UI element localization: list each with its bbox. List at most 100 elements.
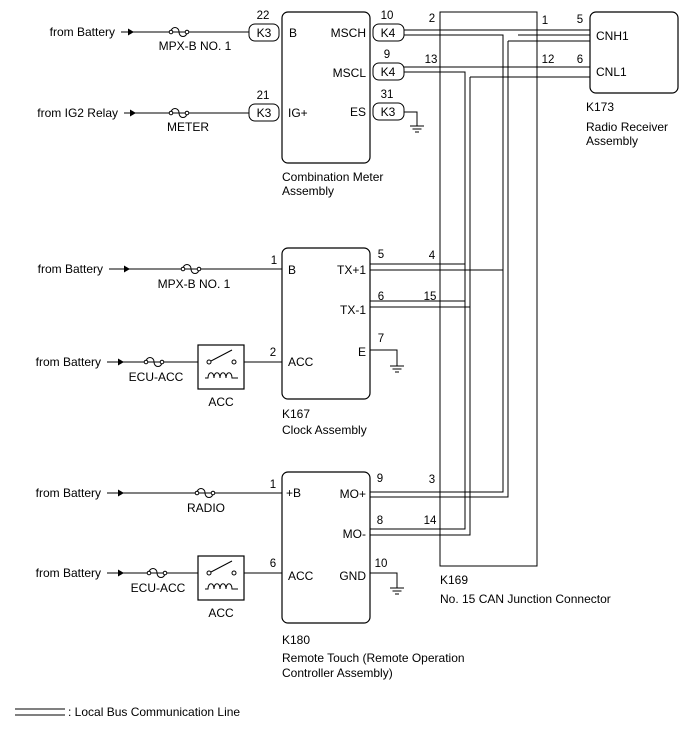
fuse-terminal-icon [184, 29, 190, 35]
remote-b-fuse-label: RADIO [187, 501, 225, 515]
remote-name-line2: Controller Assembly) [282, 666, 393, 680]
arrow-right-icon [128, 28, 134, 36]
fuse-terminal-icon [196, 266, 202, 272]
legend: : Local Bus Communication Line [15, 705, 240, 719]
remote-name-line1: Remote Touch (Remote Operation [282, 651, 465, 665]
remote-relay-label: ACC [208, 606, 234, 620]
clock-txp-pin-number: 5 [378, 249, 384, 261]
meter-es-pin-number: 31 [381, 89, 394, 101]
fuse-icon [170, 27, 188, 37]
remote-gnd-pin-number: 10 [375, 558, 388, 570]
junction-pin-15: 15 [424, 291, 437, 303]
fuse-terminal-icon [168, 110, 174, 116]
arrow-right-icon [118, 489, 124, 497]
meter-ig-fuse-label: METER [167, 120, 209, 134]
fuse-terminal-icon [210, 490, 216, 496]
clock-pin-e-label: E [358, 345, 366, 359]
meter-pin-ig-label: IG+ [288, 106, 308, 120]
fuse-terminal-icon [162, 570, 168, 576]
junction-pin-4: 4 [429, 250, 436, 262]
radio-cnl1-pin-number: 6 [577, 54, 583, 66]
legend-label: : Local Bus Communication Line [68, 705, 240, 719]
clock-acc-pin-number: 2 [270, 347, 276, 359]
remote-pin-mom-label: MO- [343, 527, 366, 541]
clock-assembly: from Battery MPX-B NO. 1 1 from Battery … [36, 247, 404, 437]
junction-pin-2: 2 [429, 13, 435, 25]
meter-ig-source-label: from IG2 Relay [37, 106, 118, 120]
clock-box [281, 247, 371, 400]
fuse-terminal-icon [146, 570, 152, 576]
junction-pin-1: 1 [542, 15, 548, 27]
clock-b-fuse-label: MPX-B NO. 1 [158, 277, 231, 291]
junction-pin-14: 14 [424, 515, 437, 527]
clock-e-pin-number: 7 [378, 333, 384, 345]
radio-pin-cnl1-label: CNL1 [596, 65, 627, 79]
fuse-icon [196, 488, 214, 498]
fuse-terminal-icon [180, 266, 186, 272]
fuse-icon [182, 264, 200, 274]
combination-meter-assembly: from Battery MPX-B NO. 1 K3 22 from IG2 … [37, 10, 424, 198]
junction-pin-13: 13 [425, 54, 438, 66]
arrow-right-icon [118, 569, 124, 577]
clock-acc-fuse-label: ECU-ACC [129, 370, 184, 384]
meter-pin-mscl-label: MSCL [333, 66, 367, 80]
ground-icon [410, 125, 424, 133]
remote-pin-acc-label: ACC [288, 569, 314, 583]
ground-icon [390, 365, 404, 373]
clock-pin-txm-label: TX-1 [340, 303, 366, 317]
remote-b-source-label: from Battery [36, 486, 101, 500]
remote-ground-wire [370, 572, 398, 588]
meter-b-connector [248, 23, 280, 42]
remote-pin-mop-label: MO+ [340, 487, 366, 501]
junction-name: No. 15 CAN Junction Connector [440, 592, 611, 606]
meter-pin-msch-label: MSCH [331, 26, 366, 40]
radio-receiver-box [589, 11, 679, 94]
clock-txm-pin-number: 6 [378, 291, 384, 303]
meter-msch-pin-number: 10 [381, 10, 394, 22]
remote-touch-box [281, 471, 371, 624]
radio-name-line2: Assembly [586, 134, 638, 148]
radio-code: K173 [586, 100, 614, 114]
clock-pin-b-label: B [288, 263, 296, 277]
clock-name: Clock Assembly [282, 423, 367, 437]
meter-b-fuse-label: MPX-B NO. 1 [159, 39, 232, 53]
meter-name-line2: Assembly [282, 184, 334, 198]
remote-mop-pin-number: 9 [377, 473, 383, 485]
junction-code: K169 [440, 573, 468, 587]
clock-ground-wire [370, 349, 398, 366]
clock-pin-txp-label: TX+1 [337, 263, 366, 277]
meter-ig-pin-number: 21 [257, 90, 270, 102]
fuse-icon [148, 568, 166, 578]
junction-pin-3: 3 [429, 474, 435, 486]
clock-acc-source-label: from Battery [36, 355, 101, 369]
meter-msch-connector [372, 23, 405, 42]
fuse-icon [145, 357, 163, 367]
arrow-right-icon [130, 109, 136, 117]
meter-mscl-pin-number: 9 [384, 49, 390, 61]
ground-icon [390, 587, 404, 595]
remote-touch-assembly: from Battery RADIO 1 from Battery ECU-AC… [36, 471, 465, 680]
fuse-terminal-icon [194, 490, 200, 496]
meter-pin-es-label: ES [350, 105, 366, 119]
fuse-terminal-icon [184, 110, 190, 116]
remote-acc-fuse-label: ECU-ACC [131, 581, 186, 595]
combination-meter-box [281, 11, 371, 164]
remote-pin-b-label: +B [286, 486, 301, 500]
fuse-terminal-icon [143, 359, 149, 365]
fuse-icon [170, 108, 188, 118]
meter-name-line1: Combination Meter [282, 170, 383, 184]
junction-pin-12: 12 [542, 54, 555, 66]
meter-es-connector-label: K3 [381, 105, 396, 119]
arrow-right-icon [124, 265, 130, 273]
junction-connector-outline [439, 11, 538, 567]
fuse-terminal-icon [168, 29, 174, 35]
remote-acc-pin-number: 6 [270, 558, 276, 570]
meter-ig-connector-label: K3 [257, 106, 272, 120]
meter-b-connector-label: K3 [257, 26, 272, 40]
radio-name-line1: Radio Receiver [586, 120, 668, 134]
relay-icon [197, 344, 245, 390]
remote-mom-pin-number: 8 [377, 515, 383, 527]
clock-relay-label: ACC [208, 395, 234, 409]
radio-cnh1-pin-number: 5 [577, 14, 583, 26]
